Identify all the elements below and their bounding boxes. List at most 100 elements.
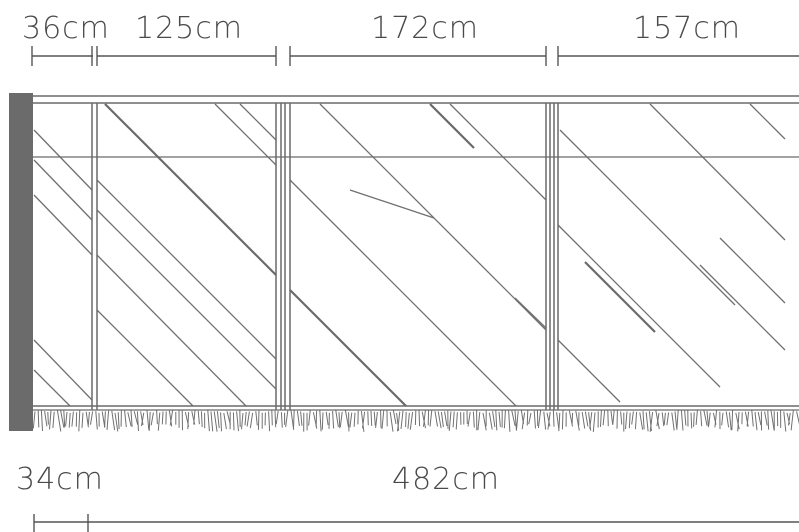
grass-blade [503, 410, 506, 429]
grass-blade [543, 411, 547, 430]
grass-blade [71, 411, 74, 427]
grass-blade [241, 412, 244, 430]
grass-blade [602, 410, 606, 426]
grass-blade [482, 412, 487, 431]
grass-blade [600, 410, 602, 427]
dim-label-125cm: 125cm [135, 11, 243, 46]
grass-blade [332, 410, 335, 429]
fence-frame [33, 95, 799, 411]
grass-blade [232, 412, 235, 431]
post-2 [275, 103, 291, 410]
grass-blade [751, 410, 754, 427]
grass-blade [764, 411, 768, 426]
grass-blade [362, 411, 366, 429]
grass-blade [498, 411, 501, 427]
dim-label-36cm: 36cm [22, 11, 110, 46]
grass-blade [52, 411, 55, 428]
top-dimension-labels: 36cm 125cm 172cm 157cm [22, 11, 740, 46]
bottom-dimension-lines [33, 514, 799, 532]
grass-blade [492, 411, 496, 428]
grass-blade [546, 412, 551, 427]
grass-blade [293, 410, 295, 429]
grass-blade [400, 410, 404, 429]
grass-blade [360, 410, 365, 432]
wall-post [9, 93, 33, 431]
grass-blade [556, 412, 560, 429]
grass-blade [236, 411, 239, 432]
grass-blade [63, 410, 66, 428]
grass-blade [521, 412, 526, 430]
grass-blade [405, 411, 407, 428]
grass-blade [455, 412, 458, 430]
grass-blade [49, 410, 52, 430]
grass-blade [642, 411, 645, 430]
grass-blade [47, 411, 49, 425]
grass-blade [308, 410, 311, 426]
grass-blade [610, 410, 614, 425]
grass-blade [156, 410, 158, 425]
grass-blade [370, 410, 373, 426]
grass-blade [676, 410, 679, 430]
grass-blade [373, 411, 376, 426]
grass-blade [207, 410, 210, 432]
grass-blade [130, 409, 133, 427]
grass-blade [397, 411, 401, 432]
post-1 [91, 103, 98, 410]
top-dimension-lines [31, 46, 799, 66]
grass-blade [141, 412, 145, 427]
grass-blade [325, 411, 329, 426]
grass-blade [157, 412, 161, 431]
grass-blade [620, 411, 623, 425]
grass-blade [216, 411, 220, 429]
grass-blade [274, 410, 277, 428]
grass-blade [528, 412, 532, 425]
grass-blade [106, 410, 110, 430]
grass-blade [515, 411, 519, 431]
grass-blade [495, 410, 498, 431]
grass-blade [706, 411, 709, 428]
grass-blade [731, 410, 734, 430]
grass-blade [367, 411, 369, 426]
grass-blade [708, 412, 711, 426]
grass-blade [728, 412, 732, 431]
grass-blade [339, 411, 343, 428]
grass-blade [767, 410, 770, 430]
grass-blade [721, 412, 724, 426]
grass-blade [146, 410, 150, 430]
grass-blade [321, 412, 324, 430]
grass-blade [649, 412, 654, 432]
grass-blade [488, 412, 493, 430]
grass-blade [634, 411, 638, 430]
grass-blade [148, 411, 151, 432]
grass-blade [275, 410, 279, 425]
grass-blade [671, 412, 675, 431]
grass-blade [381, 409, 385, 430]
grass-blade [537, 410, 542, 429]
grass-blade [111, 410, 116, 431]
grass-blade [796, 411, 799, 425]
grass-blade [104, 411, 106, 428]
grass-blade [375, 411, 378, 428]
grass-blade [140, 411, 144, 426]
grass-blade [210, 411, 214, 432]
grass-blade [612, 410, 615, 425]
grass-blade [40, 410, 43, 432]
grass-blade [409, 411, 414, 430]
grass-blade [700, 411, 703, 427]
bottom-dimension-labels: 34cm 482cm [16, 462, 499, 497]
grass-blade [338, 412, 341, 429]
grass-blade [169, 410, 174, 426]
grass-blade [268, 411, 271, 432]
grass-blade [168, 410, 173, 427]
grass-blade [78, 410, 81, 432]
grass-blade [625, 411, 628, 430]
grass-blade [213, 411, 218, 432]
dim-label-34cm: 34cm [16, 462, 104, 497]
grass-blade [271, 410, 273, 426]
grass-blade [581, 412, 586, 429]
grass-blade [344, 410, 349, 428]
grass-blade [754, 412, 758, 431]
grass-blade [526, 410, 529, 426]
grass-blade [514, 410, 517, 430]
grass-blade [511, 410, 516, 427]
